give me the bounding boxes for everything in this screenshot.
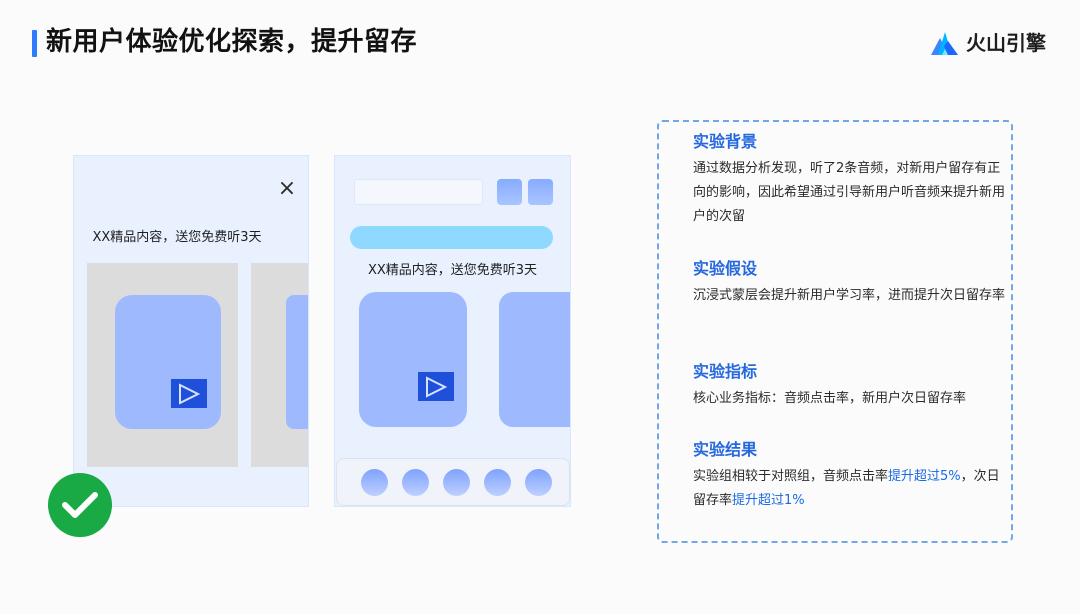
left-promo-text: XX精品内容，送您免费听3天 — [92, 230, 262, 245]
brand: 火山引擎 — [931, 28, 1046, 58]
toolbar-button-1[interactable] — [497, 179, 522, 205]
result-text-middle: ，次日留存率 — [693, 469, 1000, 508]
section-results: 实验结果 实验组相较于对照组，音频点击率提升超过5%，次日留存率提升超过1% — [693, 439, 1011, 513]
play-icon[interactable] — [171, 379, 207, 408]
section-title: 实验背景 — [693, 132, 758, 151]
volcano-engine-logo-icon — [931, 31, 958, 55]
result-highlight-retention: 提升超过1% — [732, 493, 805, 508]
experiment-info-panel: 实验背景 通过数据分析发现，听了2条音频，对新用户留存有正向的影响，因此希望通过… — [657, 120, 1013, 543]
toolbar-button-2[interactable] — [528, 179, 553, 205]
left-side-card[interactable] — [286, 295, 308, 429]
nav-dot[interactable] — [402, 469, 429, 496]
right-promo-text: XX精品内容，送您免费听3天 — [367, 263, 538, 278]
check-circle-icon — [48, 473, 112, 537]
title-accent-bar — [32, 30, 37, 57]
section-metrics: 实验指标 核心业务指标：音频点击率，新用户次日留存率 — [693, 361, 1011, 411]
nav-dot[interactable] — [484, 469, 511, 496]
play-icon[interactable] — [418, 372, 454, 401]
result-text-prefix: 实验组相较于对照组，音频点击率 — [693, 469, 889, 484]
result-highlight-click: 提升超过5% — [888, 469, 961, 484]
section-body: 沉浸式蒙层会提升新用户学习率，进而提升次日留存率 — [693, 288, 1006, 303]
left-mockup: × XX精品内容，送您免费听3天 — [73, 155, 309, 507]
brand-name: 火山引擎 — [966, 31, 1046, 55]
section-title: 实验假设 — [693, 259, 758, 278]
right-side-card[interactable] — [499, 292, 570, 427]
section-body: 实验组相较于对照组，音频点击率提升超过5%，次日留存率提升超过1% — [693, 465, 1011, 513]
section-title: 实验指标 — [693, 362, 758, 381]
section-title: 实验结果 — [693, 440, 758, 459]
section-background: 实验背景 通过数据分析发现，听了2条音频，对新用户留存有正向的影响，因此希望通过… — [693, 131, 1011, 229]
nav-dot[interactable] — [525, 469, 552, 496]
bottom-nav — [336, 458, 570, 506]
right-audio-card[interactable] — [359, 292, 467, 427]
page-title: 新用户体验优化探索，提升留存 — [46, 27, 418, 57]
right-mockup: XX精品内容，送您免费听3天 — [334, 155, 571, 507]
section-body: 核心业务指标：音频点击率，新用户次日留存率 — [693, 391, 967, 406]
nav-dot[interactable] — [443, 469, 470, 496]
section-hypothesis: 实验假设 沉浸式蒙层会提升新用户学习率，进而提升次日留存率 — [693, 258, 1011, 308]
banner[interactable] — [350, 226, 553, 249]
search-bar[interactable] — [354, 179, 483, 205]
nav-dot[interactable] — [361, 469, 388, 496]
close-icon[interactable]: × — [277, 176, 297, 201]
section-body: 通过数据分析发现，听了2条音频，对新用户留存有正向的影响，因此希望通过引导新用户… — [693, 161, 1006, 224]
left-audio-card[interactable] — [115, 295, 221, 429]
